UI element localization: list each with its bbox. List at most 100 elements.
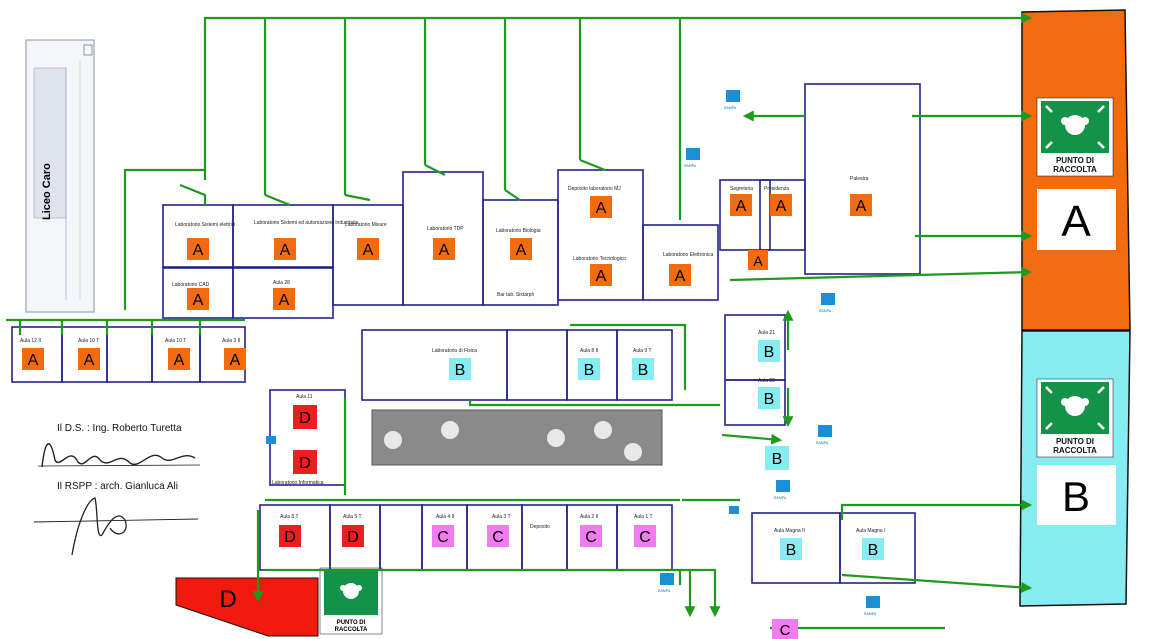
svg-text:A: A xyxy=(596,200,607,217)
room-label: Aula 8 II xyxy=(580,348,598,354)
room-label: Laboratorio TDP xyxy=(427,226,464,232)
room-label: Aula 21 xyxy=(758,330,775,336)
zone-badges-b: B B B B B B B B xyxy=(449,340,884,560)
svg-text:A: A xyxy=(363,242,374,259)
svg-text:B: B xyxy=(868,542,879,559)
room-label: Laboratorio Tecnologico xyxy=(573,256,626,262)
assembly-sign-d: PUNTO DI RACCOLTA xyxy=(319,567,383,635)
courtyard-trees xyxy=(384,421,642,461)
room-label: Aula 12 II xyxy=(20,338,41,344)
ramp-sign-icon xyxy=(266,436,276,444)
rspp-signature-line: Il RSPP : arch. Gianluca Ali xyxy=(57,481,178,492)
room-labels: Laboratorio Sistemi elettrici Laboratori… xyxy=(20,176,885,534)
room-label: Aula 1 T xyxy=(634,514,653,520)
route-c-badge-label: C xyxy=(780,622,791,639)
svg-text:B: B xyxy=(772,451,783,468)
svg-text:D: D xyxy=(299,455,311,472)
assembly-sign-b: PUNTO DI RACCOLTA xyxy=(1036,378,1114,458)
room-label: Aula 10 T xyxy=(165,338,186,344)
svg-text:B: B xyxy=(764,391,775,408)
room-label: Laboratorio CAD xyxy=(172,282,210,288)
assembly-area-a: PUNTO DI RACCOLTA A xyxy=(1021,9,1131,331)
room-label: Aula 3 T xyxy=(492,514,511,520)
svg-text:A: A xyxy=(856,198,867,215)
room-label: Aula Magna II xyxy=(774,528,805,534)
room-label: Laboratorio Sistemi ed automazione indus… xyxy=(254,220,358,226)
svg-text:A: A xyxy=(174,352,185,369)
svg-text:RAMPA: RAMPA xyxy=(658,589,671,593)
svg-text:C: C xyxy=(437,529,449,546)
svg-text:A: A xyxy=(753,253,763,269)
ramp-sign-icon: RAMPA xyxy=(819,293,835,313)
svg-text:A: A xyxy=(736,198,747,215)
assembly-label-d-line1: PUNTO DI xyxy=(337,620,366,626)
ramp-sign-icon xyxy=(729,506,739,514)
ramp-sign-icon: RAMPA xyxy=(724,90,740,110)
room-label: Aula Magna I xyxy=(856,528,885,534)
room-label: Laboratorio Misure xyxy=(345,222,387,228)
room-label: Deposito laboratorio MJ xyxy=(568,186,621,192)
room-label: Laboratorio Biologia xyxy=(496,228,541,234)
ramp-sign-icon: RAMPA xyxy=(684,148,700,168)
room-label: Aula 4 II xyxy=(436,514,454,520)
assembly-area-d: D PUNTO DI RACCOLTA xyxy=(175,567,383,637)
room-label: Laboratorio di Fisica xyxy=(432,348,477,354)
svg-text:A: A xyxy=(776,198,787,215)
svg-text:D: D xyxy=(299,410,311,427)
room-label: Aula 28 xyxy=(273,280,290,286)
room-label: Aula 5 T xyxy=(343,514,362,520)
signatures-block: Il D.S. : Ing. Roberto Turetta Il RSPP :… xyxy=(33,423,201,556)
svg-text:A: A xyxy=(230,352,241,369)
svg-text:RAMPA: RAMPA xyxy=(684,164,697,168)
ds-handwritten-signature xyxy=(41,443,196,468)
svg-text:B: B xyxy=(638,362,649,379)
room-label: Aula 3 II xyxy=(222,338,240,344)
zone-badges-d: D D D D xyxy=(279,405,364,547)
room-label: Aula 8 T xyxy=(280,514,299,520)
svg-text:A: A xyxy=(28,352,39,369)
assembly-letter-b: B xyxy=(1062,473,1090,520)
svg-text:C: C xyxy=(492,529,504,546)
svg-text:RAMPA: RAMPA xyxy=(864,612,877,616)
svg-text:A: A xyxy=(279,292,290,309)
svg-text:A: A xyxy=(516,242,527,259)
ramp-signs: RAMPA RAMPA RAMPA RAMPA RAMPA RAMPA RAMP… xyxy=(266,90,880,616)
evacuation-routes xyxy=(6,12,1033,630)
zone-badges-a: A A A A A A A A A A A A A A A A A A xyxy=(22,194,872,370)
svg-text:C: C xyxy=(639,529,651,546)
assembly-area-b: PUNTO DI RACCOLTA B xyxy=(1019,330,1131,607)
svg-text:RAMPA: RAMPA xyxy=(816,441,829,445)
room-label: Aula 22 xyxy=(758,378,775,384)
ds-signature-line: Il D.S. : Ing. Roberto Turetta xyxy=(57,423,182,434)
svg-text:B: B xyxy=(786,542,797,559)
ramp-sign-icon: RAMPA xyxy=(816,425,832,445)
room-label: Presidenza xyxy=(764,186,789,192)
svg-text:A: A xyxy=(596,268,607,285)
assembly-label-b-line1: PUNTO DI xyxy=(1056,437,1094,446)
svg-text:C: C xyxy=(585,529,597,546)
zone-badges-c: C C C C C xyxy=(432,525,798,639)
room-label: Aula 9 T xyxy=(633,348,652,354)
svg-text:A: A xyxy=(193,292,204,309)
svg-text:A: A xyxy=(280,242,291,259)
svg-text:RAMPA: RAMPA xyxy=(819,309,832,313)
room-label: Aula 2 II xyxy=(580,514,598,520)
rspp-handwritten-signature xyxy=(71,497,127,556)
svg-text:B: B xyxy=(584,362,595,379)
assembly-label-b-line2: RACCOLTA xyxy=(1053,446,1097,455)
room-label: Laboratorio Informatica xyxy=(272,480,324,486)
assembly-label-a-line2: RACCOLTA xyxy=(1053,165,1097,174)
liceo-caro-building: Liceo Caro xyxy=(25,39,95,313)
room-label: Laboratorio Elettronica xyxy=(663,252,714,258)
room-label: Laboratorio Sistemi elettrici xyxy=(175,222,235,228)
assembly-letter-d: D xyxy=(219,586,236,613)
svg-text:RAMPA: RAMPA xyxy=(774,496,787,500)
assembly-sign-a: PUNTO DI RACCOLTA xyxy=(1036,97,1114,177)
svg-text:B: B xyxy=(764,344,775,361)
svg-text:A: A xyxy=(439,242,450,259)
svg-text:B: B xyxy=(455,362,466,379)
room-label: Segreteria xyxy=(730,186,753,192)
room-label: Deposito xyxy=(530,524,550,530)
svg-text:A: A xyxy=(193,242,204,259)
